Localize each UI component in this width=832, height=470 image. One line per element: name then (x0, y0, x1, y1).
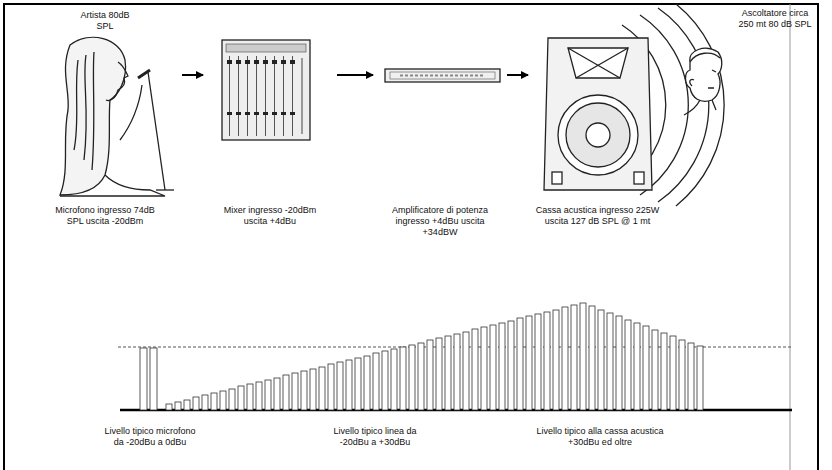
device-caption: Microfono ingresso 74dB SPL uscita -20dB… (55, 205, 155, 227)
level-bar (598, 310, 604, 410)
level-bar (661, 333, 667, 410)
level-bar (238, 386, 244, 410)
mixer-console (222, 40, 310, 140)
level-bar (391, 349, 397, 410)
device-node: Amplificatore di potenza ingresso +4dBu … (375, 30, 505, 248)
level-bar (481, 327, 487, 410)
level-bar (382, 351, 388, 410)
level-bar (526, 316, 532, 410)
signal-arrow (507, 74, 528, 76)
device-node: Artista 80dB SPL Microfono ingresso 74dB … (30, 8, 180, 248)
level-bar (634, 323, 640, 410)
level-bar (562, 307, 568, 410)
level-bar (535, 314, 541, 410)
power-amplifier (385, 69, 500, 82)
level-bar (508, 321, 514, 410)
level-label: Livello tipico linea da -20dBu a +30dBu (320, 426, 430, 448)
level-bar (490, 325, 496, 410)
level-bar (625, 320, 631, 410)
device-caption: Artista 80dB SPL (75, 10, 135, 32)
level-bar (463, 332, 469, 410)
level-bar (499, 323, 505, 410)
level-bar (589, 306, 595, 410)
level-bar (283, 375, 289, 410)
level-bar (292, 373, 298, 410)
level-bar (400, 347, 406, 410)
level-bar (697, 346, 703, 410)
device-caption: Ascoltatore circa 250 mt 80 dB SPL (735, 8, 815, 30)
level-bar (256, 382, 262, 410)
level-bar (472, 329, 478, 410)
level-bar (166, 404, 172, 410)
level-bar (364, 356, 370, 410)
frame-line (790, 4, 791, 470)
device-caption: Amplificatore di potenza ingresso +4dBu … (380, 205, 500, 238)
level-bar (427, 340, 433, 410)
level-bar (373, 353, 379, 410)
level-bar (328, 364, 334, 410)
level-label: Livello tipico microfono da -20dBu a 0dB… (100, 426, 200, 448)
signal-arrow (182, 74, 203, 76)
level-bar (580, 303, 586, 410)
level-bar (301, 371, 307, 410)
level-bar (355, 358, 361, 410)
level-bar (265, 380, 271, 410)
level-bar (229, 389, 235, 410)
device-caption: Cassa acustica ingresso 225W uscita 127 … (535, 205, 660, 227)
frame (4, 4, 818, 470)
level-bar (211, 393, 217, 410)
level-bar (247, 384, 253, 410)
level-bar (544, 312, 550, 410)
level-bar (454, 334, 460, 410)
level-bar (418, 343, 424, 410)
level-bar (688, 343, 694, 410)
level-bar (319, 367, 325, 410)
device-caption: Mixer ingresso -20dBm uscita +4dBu (220, 205, 320, 227)
level-bar (175, 402, 181, 410)
device-node: Mixer ingresso -20dBm uscita +4dBu (205, 30, 335, 248)
level-bar (616, 316, 622, 410)
level-bar (310, 369, 316, 410)
level-bar (193, 397, 199, 410)
level-bar (140, 348, 147, 410)
singer-figure (60, 37, 174, 196)
level-bar (652, 330, 658, 410)
level-label: Livello tipico alla cassa acustica +30dB… (530, 426, 670, 448)
listener-face (684, 48, 722, 115)
signal-arrow (337, 74, 373, 76)
device-node: Ascoltatore circa 250 mt 80 dB SPL (675, 8, 825, 118)
level-bar (220, 391, 226, 410)
level-bar (436, 338, 442, 410)
level-bar (150, 348, 157, 410)
level-bar (607, 313, 613, 410)
level-bar (409, 345, 415, 410)
level-bar (337, 362, 343, 410)
level-bar (553, 310, 559, 410)
level-bars (140, 303, 703, 410)
loudspeaker (544, 38, 652, 190)
level-bar (184, 400, 190, 410)
device-node: Cassa acustica ingresso 225W uscita 127 … (530, 30, 665, 248)
level-bar (679, 340, 685, 410)
level-bar (274, 378, 280, 410)
level-bar (517, 318, 523, 410)
level-bar (202, 395, 208, 410)
level-bar (670, 336, 676, 410)
level-bar (445, 336, 451, 410)
level-bar (571, 305, 577, 410)
level-bar (643, 326, 649, 410)
level-bar (346, 360, 352, 410)
